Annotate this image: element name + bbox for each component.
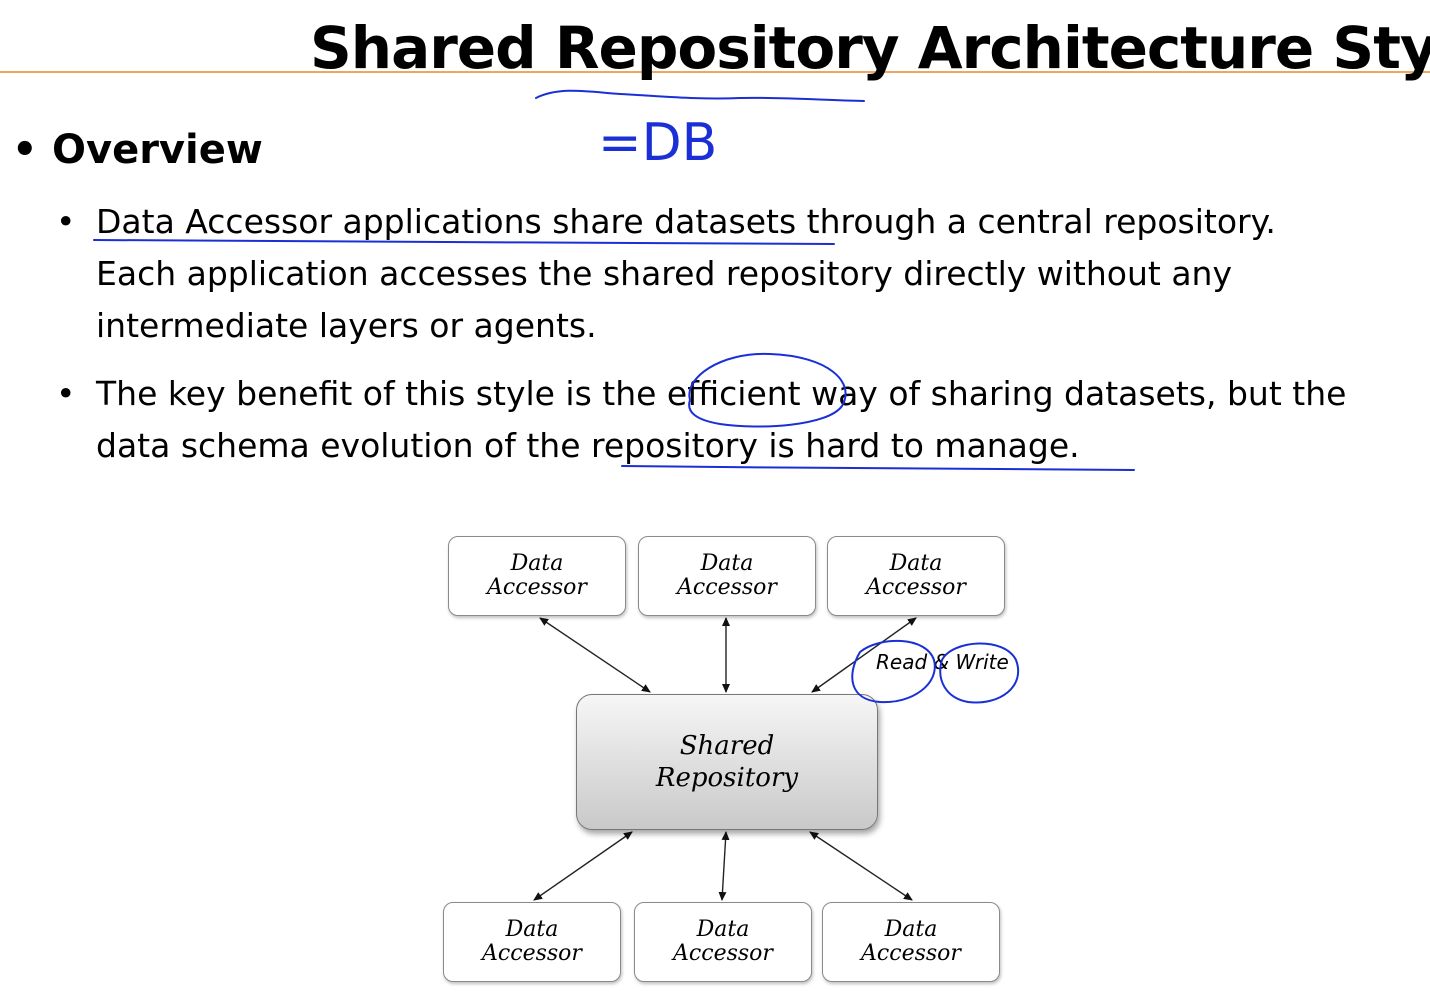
data-accessor-bottom-3: Data Accessor [822, 902, 1000, 982]
overview-label: Overview [52, 127, 263, 173]
overview-heading: • Overview [12, 122, 263, 178]
accessor-label-line1: Data [889, 551, 943, 576]
arrow-bottom-left [533, 831, 633, 901]
ink-circle-write [939, 642, 1019, 704]
accessor-label-line1: Data [884, 917, 938, 942]
ink-underline-repository [621, 465, 1135, 471]
accessor-label-line1: Data [510, 551, 564, 576]
bullet-1-line-2: Each application accesses the shared rep… [96, 254, 1232, 293]
data-accessor-top-1: Data Accessor [448, 536, 626, 616]
data-accessor-top-3: Data Accessor [827, 536, 1005, 616]
accessor-label-line2: Accessor [487, 575, 587, 600]
bullet-1-dot: • [56, 202, 76, 241]
accessor-label-line1: Data [700, 551, 754, 576]
accessor-label-line1: Data [696, 917, 750, 942]
repository-label-line1: Shared [679, 731, 775, 761]
arrow-top-right [811, 617, 917, 693]
bullet-1-line-1: Data Accessor applications share dataset… [96, 202, 1276, 241]
shared-repository: Shared Repository [576, 694, 878, 830]
accessor-label-line2: Accessor [861, 941, 961, 966]
bullet-2-line-1: The key benefit of this style is the eff… [96, 374, 1347, 413]
repository-label-line2: Repository [655, 763, 799, 793]
accessor-label-line2: Accessor [866, 575, 966, 600]
ink-db-annotation: =DB [598, 113, 717, 173]
bullet-2-dot: • [56, 374, 76, 413]
accessor-label-line1: Data [505, 917, 559, 942]
title-rule [0, 71, 1430, 73]
data-accessor-top-2: Data Accessor [638, 536, 816, 616]
overview-bullet: • [12, 127, 38, 173]
slide-title: Shared Repository Architecture Style [310, 14, 1430, 82]
ink-squiggle-title [535, 89, 865, 102]
data-accessor-bottom-2: Data Accessor [634, 902, 812, 982]
bullet-1-line-3: intermediate layers or agents. [96, 306, 597, 345]
ink-underline-line1 [93, 239, 835, 245]
accessor-label-line2: Accessor [677, 575, 777, 600]
data-accessor-bottom-1: Data Accessor [443, 902, 621, 982]
arrow-bottom-right [809, 831, 913, 901]
ink-circle-read [851, 639, 936, 704]
arrow-top-left [539, 617, 651, 693]
ink-circle-efficient [688, 352, 847, 428]
accessor-label-line2: Accessor [673, 941, 773, 966]
bullet-2-line-2: data schema evolution of the repository … [96, 426, 1080, 465]
accessor-label-line2: Accessor [482, 941, 582, 966]
arrow-bottom-center [718, 831, 730, 901]
